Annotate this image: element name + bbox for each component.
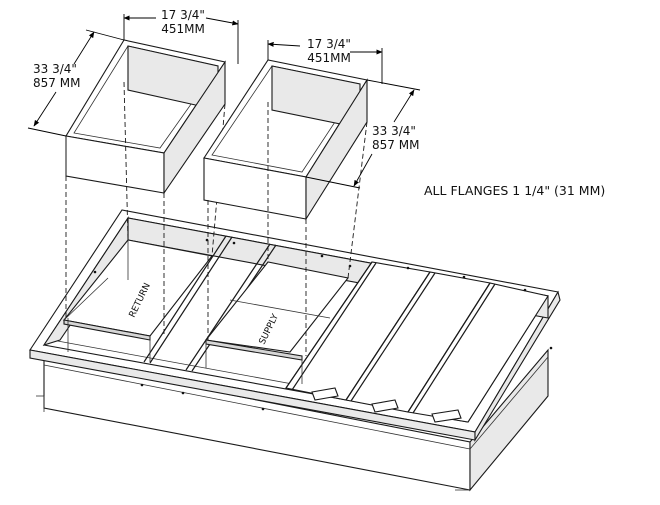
left-width-inches: 17 3/4" [161,8,205,22]
left-width-label: 17 3/4" 451MM [153,8,213,36]
right-length-dimension [305,79,421,189]
right-length-label: 33 3/4" 857 MM [372,124,419,152]
right-width-inches: 17 3/4" [307,37,351,51]
left-width-dimension [123,14,239,64]
left-length-dimension [27,29,125,137]
right-width-label: 17 3/4" 451MM [296,37,362,65]
fastener-dots [93,238,553,411]
access-slot [371,399,399,413]
right-duct [203,59,368,356]
closed-panels [285,261,549,423]
left-length-inches: 33 3/4" [33,62,77,76]
right-width-dimension [267,40,383,84]
access-slot [431,409,462,423]
access-slot [311,387,339,401]
right-length-inches: 33 3/4" [372,124,416,138]
left-width-mm: 451MM [161,22,205,36]
left-duct [65,39,226,336]
left-length-label: 33 3/4" 857 MM [33,62,80,90]
curb-base: RETURN SUPPLY [29,209,561,492]
right-width-mm: 451MM [307,51,351,65]
supply-opening [204,261,349,353]
flanges-note: ALL FLANGES 1 1/4" (31 MM) [424,183,606,198]
left-length-mm: 857 MM [33,76,81,90]
curb-skirt-right [469,348,549,492]
curb-flange-right-edge [474,290,561,442]
right-length-mm: 857 MM [372,138,420,152]
